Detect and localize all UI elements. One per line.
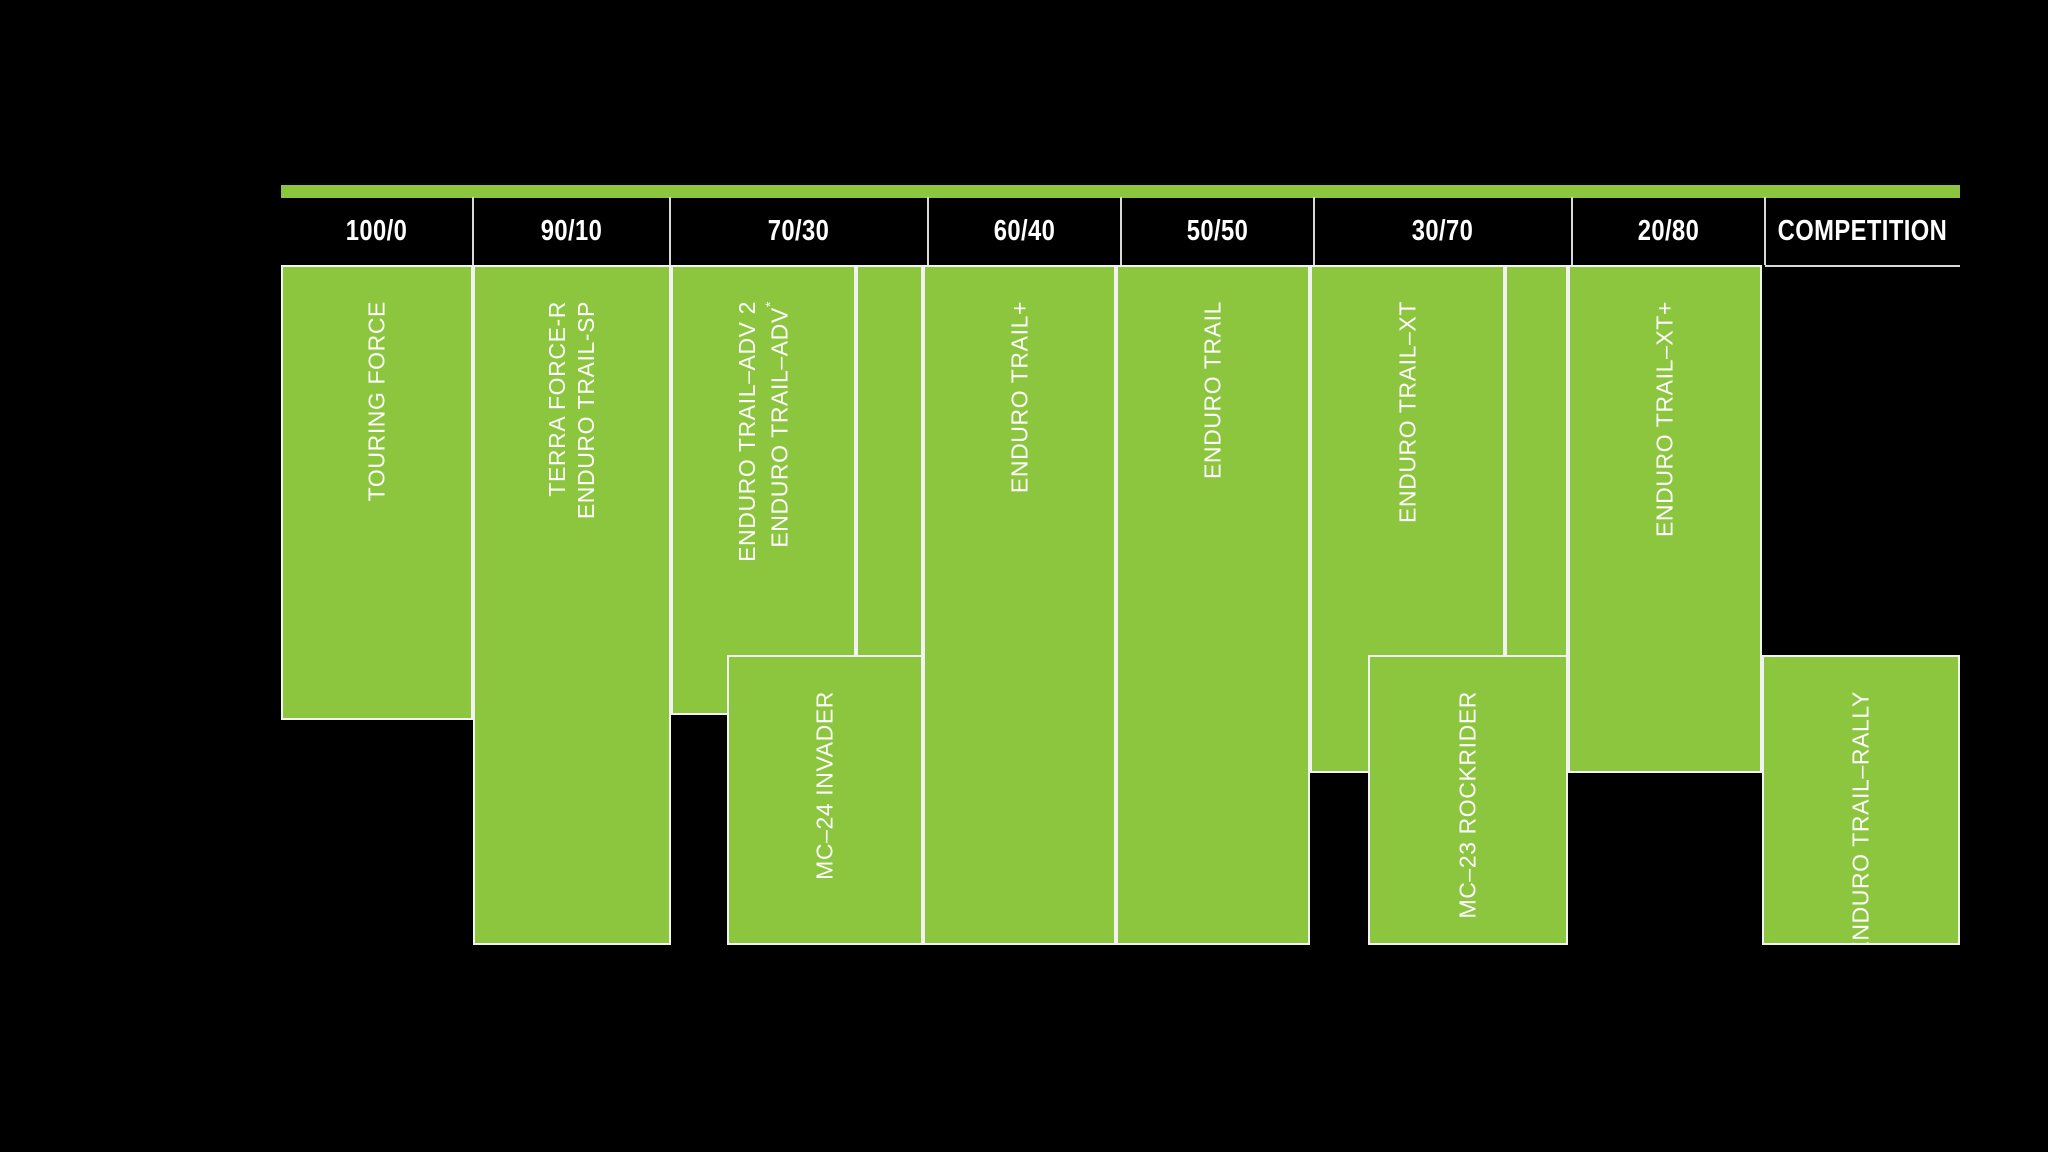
- bar-enduro-trail[interactable]: ENDURO TRAIL: [1116, 265, 1310, 945]
- header-cell-50-50[interactable]: 50/50: [1121, 197, 1314, 265]
- bar-mc-24-invader[interactable]: MC–24 INVADER: [727, 655, 923, 945]
- header-label: 60/40: [993, 214, 1056, 247]
- bar-label: ENDURO TRAIL–ADV 2: [733, 301, 760, 562]
- header-cell-30-70[interactable]: 30/70: [1314, 197, 1572, 265]
- header-divider: [1764, 197, 1766, 265]
- competition-header-underline: [1765, 265, 1960, 267]
- header-cell-70-30[interactable]: 70/30: [670, 197, 928, 265]
- bar-label-group: TOURING FORCE: [362, 267, 391, 718]
- bar-label: ENDURO TRAIL+: [1005, 301, 1032, 494]
- header-label: 100/0: [345, 214, 408, 247]
- bar-label: MC–23 ROCKRIDER: [1454, 691, 1481, 919]
- bar-enduro-trail-adv-extension[interactable]: [856, 265, 923, 663]
- bar-label: TERRA FORCE-R: [543, 301, 570, 497]
- header-label: 70/30: [768, 214, 830, 247]
- bar-label: ENDURO TRAIL: [1199, 301, 1226, 480]
- bar-label: ENDURO TRAIL–XT+: [1651, 301, 1678, 538]
- header-cell-competition[interactable]: COMPETITION: [1765, 197, 1960, 265]
- bar-enduro-trail-xt-extension[interactable]: [1505, 265, 1568, 663]
- bar-label: TOURING FORCE: [363, 301, 390, 502]
- bar-label-group: ENDURO TRAIL: [1198, 267, 1227, 943]
- header-divider: [927, 197, 929, 265]
- header-cell-90-10[interactable]: 90/10: [473, 197, 670, 265]
- bar-mc-23-rockrider[interactable]: MC–23 ROCKRIDER: [1368, 655, 1568, 945]
- header-label: 50/50: [1186, 214, 1249, 247]
- header-divider: [1571, 197, 1573, 265]
- bar-enduro-trail-rally[interactable]: ENDURO TRAIL–RALLY: [1762, 655, 1960, 945]
- bar-label-group: ENDURO TRAIL–ADV 2 ENDURO TRAIL–ADV*: [733, 267, 795, 713]
- header-divider: [669, 197, 671, 265]
- header-label: 90/10: [540, 214, 603, 247]
- header-row: 100/0 90/10 70/30 60/40 50/50 30/70 20/8…: [280, 197, 1960, 265]
- bar-label-group: TERRA FORCE-R ENDURO TRAIL-SP: [543, 267, 601, 943]
- bar-enduro-trail-plus[interactable]: ENDURO TRAIL+: [923, 265, 1116, 945]
- bar-label: ENDURO TRAIL–ADV*: [762, 301, 793, 548]
- bar-label-group: MC–24 INVADER: [810, 657, 839, 943]
- header-label: 30/70: [1412, 214, 1474, 247]
- header-cell-100-0[interactable]: 100/0: [280, 197, 473, 265]
- header-label: COMPETITION: [1777, 214, 1948, 247]
- bar-label: MC–24 INVADER: [811, 691, 838, 880]
- top-accent-rule: [281, 185, 1960, 198]
- bar-label-group: ENDURO TRAIL–RALLY: [1846, 657, 1875, 943]
- header-cell-60-40[interactable]: 60/40: [928, 197, 1121, 265]
- header-divider: [1313, 197, 1315, 265]
- bar-enduro-trail-adv[interactable]: ENDURO TRAIL–ADV 2 ENDURO TRAIL–ADV*: [671, 265, 856, 715]
- bar-terra-force-r[interactable]: TERRA FORCE-R ENDURO TRAIL-SP: [473, 265, 671, 945]
- bar-label-group: ENDURO TRAIL+: [1005, 267, 1034, 943]
- header-divider: [472, 197, 474, 265]
- bar-label: ENDURO TRAIL–RALLY: [1847, 691, 1874, 945]
- bar-enduro-trail-xt-plus[interactable]: ENDURO TRAIL–XT+: [1568, 265, 1762, 773]
- header-label: 20/80: [1637, 214, 1700, 247]
- bar-touring-force[interactable]: TOURING FORCE: [281, 265, 473, 720]
- bar-label: ENDURO TRAIL–XT: [1393, 301, 1420, 524]
- header-divider: [1120, 197, 1122, 265]
- bar-label-group: ENDURO TRAIL–XT+: [1650, 267, 1679, 771]
- header-cell-20-80[interactable]: 20/80: [1572, 197, 1765, 265]
- bar-label-group: MC–23 ROCKRIDER: [1453, 657, 1482, 943]
- bar-label: ENDURO TRAIL-SP: [573, 301, 599, 520]
